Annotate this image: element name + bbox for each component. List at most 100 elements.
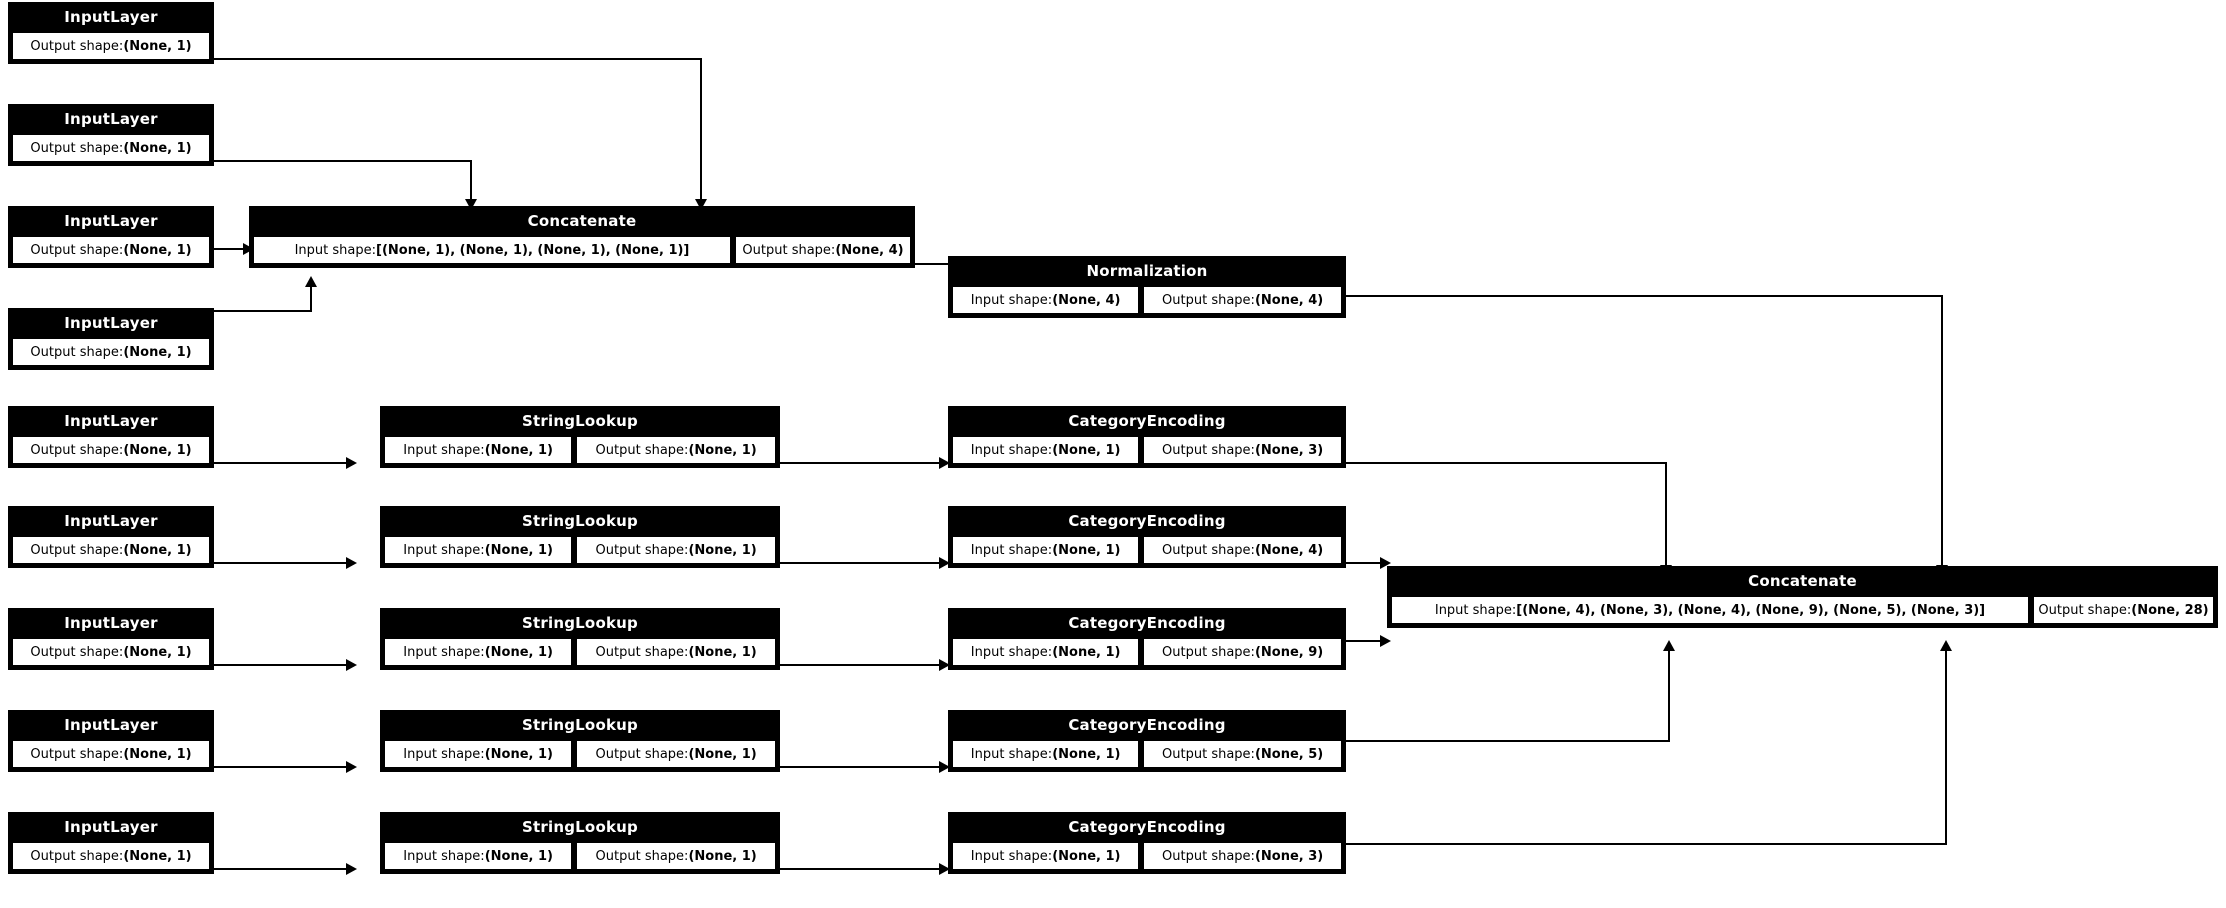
- output-shape-value: (None, 4): [1254, 542, 1324, 558]
- arrow-row4-input-to-lookup: [346, 761, 357, 773]
- node-title: InputLayer: [10, 814, 212, 840]
- output-shape-label: Output shape:: [30, 442, 124, 458]
- node-title: InputLayer: [10, 4, 212, 30]
- node-input-layer-numeric-2[interactable]: InputLayer Output shape: (None, 1): [8, 104, 214, 166]
- input-shape-value: (None, 1): [484, 848, 553, 864]
- output-shape-value: (None, 4): [835, 242, 904, 258]
- node-category-encoding-2[interactable]: CategoryEncoding Input shape: (None, 1) …: [948, 506, 1346, 568]
- node-category-encoding-4[interactable]: CategoryEncoding Input shape: (None, 1) …: [948, 710, 1346, 772]
- input-shape-label: Input shape:: [294, 242, 376, 258]
- output-shape-field: Output shape: (None, 1): [12, 338, 210, 366]
- node-category-encoding-3[interactable]: CategoryEncoding Input shape: (None, 1) …: [948, 608, 1346, 670]
- node-fields: Input shape: [(None, 4), (None, 3), (Non…: [1389, 594, 2216, 626]
- input-shape-label: Input shape:: [970, 746, 1053, 762]
- node-fields: Input shape: (None, 1) Output shape: (No…: [950, 738, 1344, 770]
- node-title: StringLookup: [382, 508, 778, 534]
- node-fields: Input shape: (None, 1) Output shape: (No…: [382, 534, 778, 566]
- node-string-lookup-1[interactable]: StringLookup Input shape: (None, 1) Outp…: [380, 406, 780, 468]
- input-shape-label: Input shape:: [403, 442, 485, 458]
- node-fields: Input shape: [(None, 1), (None, 1), (Non…: [251, 234, 913, 266]
- output-shape-value: (None, 1): [123, 242, 192, 258]
- output-shape-field: Output shape: (None, 4): [1143, 536, 1342, 564]
- output-shape-field: Output shape: (None, 1): [12, 638, 210, 666]
- arrow-input1-to-concat: [695, 199, 707, 210]
- node-input-layer-numeric-4[interactable]: InputLayer Output shape: (None, 1): [8, 308, 214, 370]
- node-fields: Input shape: (None, 1) Output shape: (No…: [950, 534, 1344, 566]
- output-shape-label: Output shape:: [595, 644, 689, 660]
- node-title: InputLayer: [10, 208, 212, 234]
- output-shape-label: Output shape:: [1162, 442, 1255, 458]
- input-shape-field: Input shape: [(None, 1), (None, 1), (Non…: [253, 236, 731, 264]
- output-shape-value: (None, 1): [123, 644, 192, 660]
- arrow-row5-encoding-to-final-concat: [1940, 640, 1952, 651]
- input-shape-label: Input shape:: [1434, 602, 1517, 618]
- output-shape-field: Output shape: (None, 1): [576, 740, 776, 768]
- node-category-encoding-1[interactable]: CategoryEncoding Input shape: (None, 1) …: [948, 406, 1346, 468]
- node-title: InputLayer: [10, 712, 212, 738]
- node-string-lookup-3[interactable]: StringLookup Input shape: (None, 1) Outp…: [380, 608, 780, 670]
- node-fields: Input shape: (None, 1) Output shape: (No…: [950, 636, 1344, 668]
- node-fields: Output shape: (None, 1): [10, 30, 212, 62]
- arrow-row1-input-to-lookup: [346, 457, 357, 469]
- input-shape-field: Input shape: (None, 1): [384, 740, 573, 768]
- input-shape-field: Input shape: (None, 1): [952, 740, 1140, 768]
- node-concatenate-numeric[interactable]: Concatenate Input shape: [(None, 1), (No…: [249, 206, 915, 268]
- node-input-layer-numeric-3[interactable]: InputLayer Output shape: (None, 1): [8, 206, 214, 268]
- output-shape-field: Output shape: (None, 4): [735, 236, 911, 264]
- output-shape-label: Output shape:: [1162, 644, 1255, 660]
- node-title: CategoryEncoding: [950, 610, 1344, 636]
- output-shape-value: (None, 1): [123, 442, 192, 458]
- node-title: Concatenate: [1389, 568, 2216, 594]
- input-shape-field: Input shape: [(None, 4), (None, 3), (Non…: [1391, 596, 2029, 624]
- edge-concat-to-normalization: [915, 263, 960, 265]
- node-input-layer-categorical-2[interactable]: InputLayer Output shape: (None, 1): [8, 506, 214, 568]
- output-shape-value: (None, 1): [123, 140, 192, 156]
- node-title: CategoryEncoding: [950, 712, 1344, 738]
- edge-input3-horizontal: [212, 248, 250, 250]
- node-title: InputLayer: [10, 408, 212, 434]
- node-input-layer-categorical-1[interactable]: InputLayer Output shape: (None, 1): [8, 406, 214, 468]
- output-shape-label: Output shape:: [30, 140, 124, 156]
- output-shape-field: Output shape: (None, 1): [12, 134, 210, 162]
- node-title: StringLookup: [382, 408, 778, 434]
- edge-row4-encoding-vertical: [1668, 650, 1670, 742]
- node-string-lookup-4[interactable]: StringLookup Input shape: (None, 1) Outp…: [380, 710, 780, 772]
- arrow-row3-lookup-to-encoding: [939, 659, 950, 671]
- node-string-lookup-5[interactable]: StringLookup Input shape: (None, 1) Outp…: [380, 812, 780, 874]
- node-input-layer-categorical-4[interactable]: InputLayer Output shape: (None, 1): [8, 710, 214, 772]
- arrow-row5-input-to-lookup: [346, 863, 357, 875]
- node-category-encoding-5[interactable]: CategoryEncoding Input shape: (None, 1) …: [948, 812, 1346, 874]
- input-shape-value: (None, 4): [1052, 292, 1121, 308]
- output-shape-value: (None, 1): [123, 542, 192, 558]
- input-shape-label: Input shape:: [403, 848, 485, 864]
- node-fields: Input shape: (None, 1) Output shape: (No…: [382, 434, 778, 466]
- input-shape-value: (None, 1): [484, 746, 553, 762]
- edge-row1-encoding-horizontal: [1345, 462, 1667, 464]
- input-shape-label: Input shape:: [403, 746, 485, 762]
- node-title: CategoryEncoding: [950, 508, 1344, 534]
- node-input-layer-categorical-5[interactable]: InputLayer Output shape: (None, 1): [8, 812, 214, 874]
- node-input-layer-categorical-3[interactable]: InputLayer Output shape: (None, 1): [8, 608, 214, 670]
- output-shape-field: Output shape: (None, 3): [1143, 436, 1342, 464]
- output-shape-label: Output shape:: [2038, 602, 2132, 618]
- input-shape-field: Input shape: (None, 1): [384, 536, 573, 564]
- node-title: InputLayer: [10, 610, 212, 636]
- output-shape-field: Output shape: (None, 1): [576, 638, 776, 666]
- edge-normalization-horizontal: [1345, 295, 1943, 297]
- output-shape-field: Output shape: (None, 5): [1143, 740, 1342, 768]
- edge-row2-encoding-to-final-concat: [1345, 562, 1389, 564]
- edge-input2-vertical: [470, 160, 472, 201]
- input-shape-value: (None, 1): [1052, 746, 1121, 762]
- node-string-lookup-2[interactable]: StringLookup Input shape: (None, 1) Outp…: [380, 506, 780, 568]
- node-concatenate-final[interactable]: Concatenate Input shape: [(None, 4), (No…: [1387, 566, 2218, 628]
- output-shape-field: Output shape: (None, 1): [576, 842, 776, 870]
- output-shape-field: Output shape: (None, 4): [1143, 286, 1342, 314]
- output-shape-field: Output shape: (None, 1): [576, 536, 776, 564]
- output-shape-value: (None, 1): [123, 38, 192, 54]
- output-shape-value: (None, 5): [1254, 746, 1324, 762]
- node-input-layer-numeric-1[interactable]: InputLayer Output shape: (None, 1): [8, 2, 214, 64]
- input-shape-label: Input shape:: [970, 644, 1053, 660]
- node-normalization[interactable]: Normalization Input shape: (None, 4) Out…: [948, 256, 1346, 318]
- input-shape-field: Input shape: (None, 1): [384, 842, 573, 870]
- output-shape-field: Output shape: (None, 9): [1143, 638, 1342, 666]
